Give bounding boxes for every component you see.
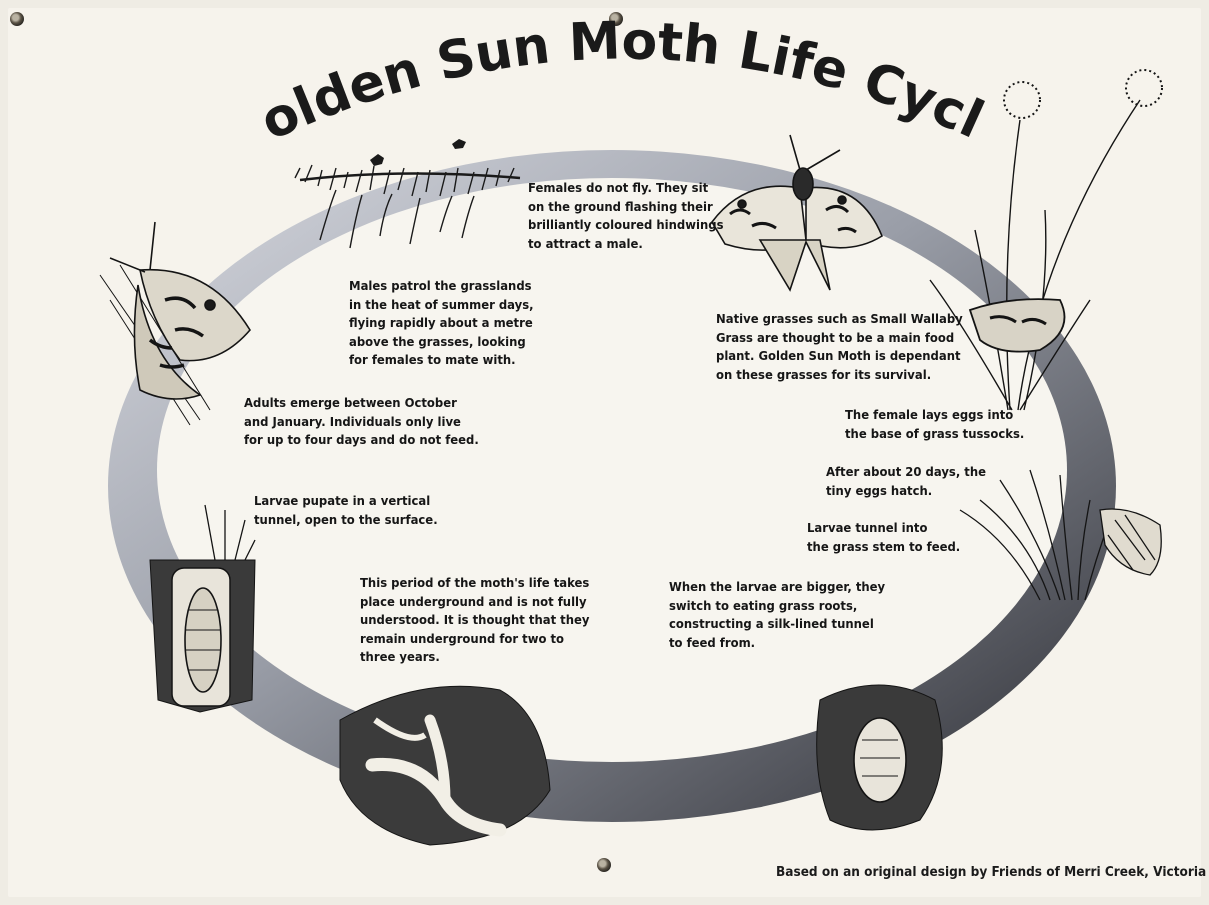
caption-line: Native grasses such as Small Wallaby (716, 310, 963, 329)
caption-line: remain underground for two to (360, 630, 589, 649)
caption-hatch: After about 20 days, the tiny eggs hatch… (826, 463, 986, 500)
caption-line: the base of grass tussocks. (845, 425, 1024, 444)
caption-native-grasses: Native grasses such as Small Wallaby Gra… (716, 310, 963, 384)
caption-line: switch to eating grass roots, (669, 597, 885, 616)
caption-line: brilliantly coloured hindwings (528, 216, 724, 235)
caption-line: in the heat of summer days, (349, 296, 534, 315)
caption-line: constructing a silk-lined tunnel (669, 615, 885, 634)
caption-line: tunnel, open to the surface. (254, 511, 438, 530)
caption-females: Females do not fly. They sit on the grou… (528, 179, 724, 253)
caption-tunnel: Larvae tunnel into the grass stem to fee… (807, 519, 960, 556)
caption-line: plant. Golden Sun Moth is dependant (716, 347, 963, 366)
caption-line: tiny eggs hatch. (826, 482, 986, 501)
caption-males: Males patrol the grasslands in the heat … (349, 277, 534, 370)
caption-line: place underground and is not fully (360, 593, 589, 612)
underground-larva-illustration (340, 686, 550, 845)
caption-line: flying rapidly about a metre (349, 314, 534, 333)
caption-line: After about 20 days, the (826, 463, 986, 482)
caption-line: on these grasses for its survival. (716, 366, 963, 385)
caption-line: Larvae tunnel into (807, 519, 960, 538)
caption-adults: Adults emerge between October and Januar… (244, 394, 479, 450)
caption-line: This period of the moth's life takes (360, 574, 589, 593)
caption-pupate: Larvae pupate in a vertical tunnel, open… (254, 492, 438, 529)
credit-line: Based on an original design by Friends o… (776, 864, 1206, 880)
caption-line: to attract a male. (528, 235, 724, 254)
caption-line: on the ground flashing their (528, 198, 724, 217)
caption-line: Males patrol the grasslands (349, 277, 534, 296)
caption-line: to feed from. (669, 634, 885, 653)
caption-underground: This period of the moth's life takes pla… (360, 574, 589, 667)
caption-line: and January. Individuals only live (244, 413, 479, 432)
caption-line: understood. It is thought that they (360, 611, 589, 630)
caption-line: the grass stem to feed. (807, 538, 960, 557)
caption-line: for up to four days and do not feed. (244, 431, 479, 450)
caption-line: Females do not fly. They sit (528, 179, 724, 198)
caption-line: Grass are thought to be a main food (716, 329, 963, 348)
caption-line: for females to mate with. (349, 351, 534, 370)
caption-bigger-larvae: When the larvae are bigger, they switch … (669, 578, 885, 652)
title: Golden Sun Moth Life Cycle (0, 0, 992, 153)
caption-line: When the larvae are bigger, they (669, 578, 885, 597)
caption-line: The female lays eggs into (845, 406, 1024, 425)
flying-moth-icon (370, 139, 466, 166)
caption-eggs: The female lays eggs into the base of gr… (845, 406, 1024, 443)
caption-line: Larvae pupate in a vertical (254, 492, 438, 511)
caption-line: three years. (360, 648, 589, 667)
silk-tunnel-larva-illustration (817, 685, 943, 830)
caption-line: above the grasses, looking (349, 333, 534, 352)
caption-line: Adults emerge between October (244, 394, 479, 413)
